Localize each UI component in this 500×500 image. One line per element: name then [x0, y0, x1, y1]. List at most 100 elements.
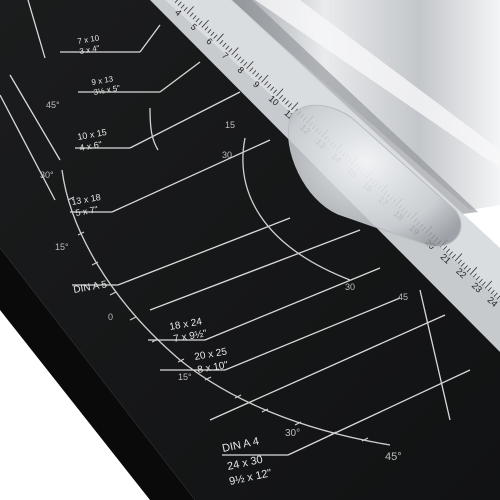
ruler-tick — [273, 89, 278, 94]
ruler-tick — [192, 15, 197, 20]
angle-arcs — [61, 107, 391, 446]
ruler-tick — [270, 86, 275, 91]
ruler-tick — [210, 31, 215, 36]
ruler-tick — [267, 83, 272, 89]
svg-text:3 x 4": 3 x 4" — [79, 44, 101, 56]
ruler-number: 24 — [485, 295, 499, 309]
angle-labels: 45° 30° 15° 0 15° 30° 45° 30 45 15 30 — [40, 100, 408, 463]
arc-tick — [177, 358, 185, 363]
svg-text:9 x 13: 9 x 13 — [91, 74, 115, 87]
ruler-tick — [258, 75, 263, 80]
ruler-tick — [493, 292, 498, 297]
ruler-tick — [246, 61, 254, 69]
ruler-tick — [222, 42, 227, 47]
ruler-tick — [282, 97, 287, 102]
ruler-tick — [285, 100, 289, 105]
arc-tick — [329, 431, 337, 436]
svg-text:45°: 45° — [46, 100, 60, 110]
arc-tick — [77, 231, 85, 236]
ruler-number: 7 — [220, 50, 230, 61]
cutter-knob — [287, 104, 462, 247]
ruler-tick — [204, 26, 209, 31]
arc-tick — [261, 408, 269, 413]
ruler-tick — [463, 265, 468, 270]
svg-text:30°: 30° — [285, 428, 300, 439]
ruler-tick — [240, 59, 245, 64]
ruler-tick — [174, 0, 179, 4]
ruler-tick — [487, 287, 492, 292]
ruler-number: 21 — [439, 252, 453, 266]
ruler-tick — [213, 34, 218, 39]
ruler-tick — [195, 18, 200, 23]
ruler-tick — [481, 281, 486, 286]
ruler-tick — [484, 280, 493, 289]
svg-text:45: 45 — [398, 292, 408, 302]
ruler-tick — [255, 72, 260, 78]
label-7x10: 7 x 10 3 x 4" — [77, 33, 101, 56]
ruler-number: 8 — [236, 65, 246, 76]
ruler-tick — [475, 276, 480, 281]
ruler-tick — [290, 102, 299, 111]
svg-text:15°: 15° — [55, 242, 69, 252]
svg-text:15: 15 — [225, 120, 235, 130]
ruler-tick — [225, 45, 230, 50]
ruler-tick — [201, 19, 209, 28]
ruler-tick — [228, 48, 233, 53]
ruler-tick — [469, 266, 478, 275]
arc-tick — [109, 291, 117, 296]
ruler-tick — [443, 245, 448, 251]
svg-text:5 x 7": 5 x 7" — [75, 204, 99, 218]
ruler-tick — [198, 20, 203, 25]
ruler-number: 10 — [267, 93, 281, 107]
arc-tick — [294, 421, 302, 426]
ruler-tick — [186, 6, 194, 14]
svg-text:30: 30 — [222, 150, 232, 160]
ruler-tick — [451, 254, 456, 259]
ruler-number: 5 — [189, 22, 199, 33]
ruler-number: 22 — [454, 266, 468, 280]
ruler-tick — [466, 267, 471, 273]
ruler-tick — [234, 53, 239, 58]
ruler-tick — [460, 262, 465, 267]
ruler-tick — [243, 61, 248, 67]
ruler-tick — [449, 251, 453, 256]
svg-text:30: 30 — [345, 282, 355, 292]
ruler-tick — [279, 94, 284, 100]
ruler-tick — [264, 81, 269, 86]
ruler-number: 23 — [470, 280, 484, 294]
ruler-tick — [216, 33, 224, 42]
svg-text:45°: 45° — [385, 451, 402, 463]
arc-tick — [204, 376, 212, 381]
ruler-tick — [261, 74, 269, 83]
arc-tick — [91, 261, 99, 266]
ruler-tick — [276, 88, 284, 97]
arc-tick — [129, 316, 137, 321]
svg-text:8 x 10": 8 x 10" — [197, 360, 230, 376]
ruler-tick — [252, 70, 257, 75]
ruler-tick — [231, 47, 239, 56]
svg-text:0: 0 — [108, 312, 113, 322]
arc-tick — [234, 394, 242, 399]
arc-tick — [67, 196, 75, 201]
ruler-tick — [219, 39, 224, 45]
ruler-tick — [454, 253, 463, 262]
svg-text:4 x 6": 4 x 6" — [79, 139, 103, 153]
ruler-tick — [177, 1, 182, 6]
svg-text:30°: 30° — [40, 170, 54, 180]
ruler-tick — [249, 67, 254, 72]
ruler-number: 4 — [173, 7, 183, 18]
ruler-tick — [237, 56, 242, 61]
arc-tick — [151, 338, 159, 343]
format-guides — [0, 0, 471, 456]
ruler-tick — [287, 103, 292, 108]
ruler-tick — [490, 289, 495, 295]
ruler-number: 9 — [251, 79, 261, 90]
ruler-tick — [457, 259, 462, 264]
svg-text:15°: 15° — [178, 372, 192, 382]
ruler-tick — [180, 4, 185, 9]
ruler-tick — [446, 248, 451, 253]
ruler-tick — [189, 12, 194, 17]
board-edge — [0, 248, 195, 500]
